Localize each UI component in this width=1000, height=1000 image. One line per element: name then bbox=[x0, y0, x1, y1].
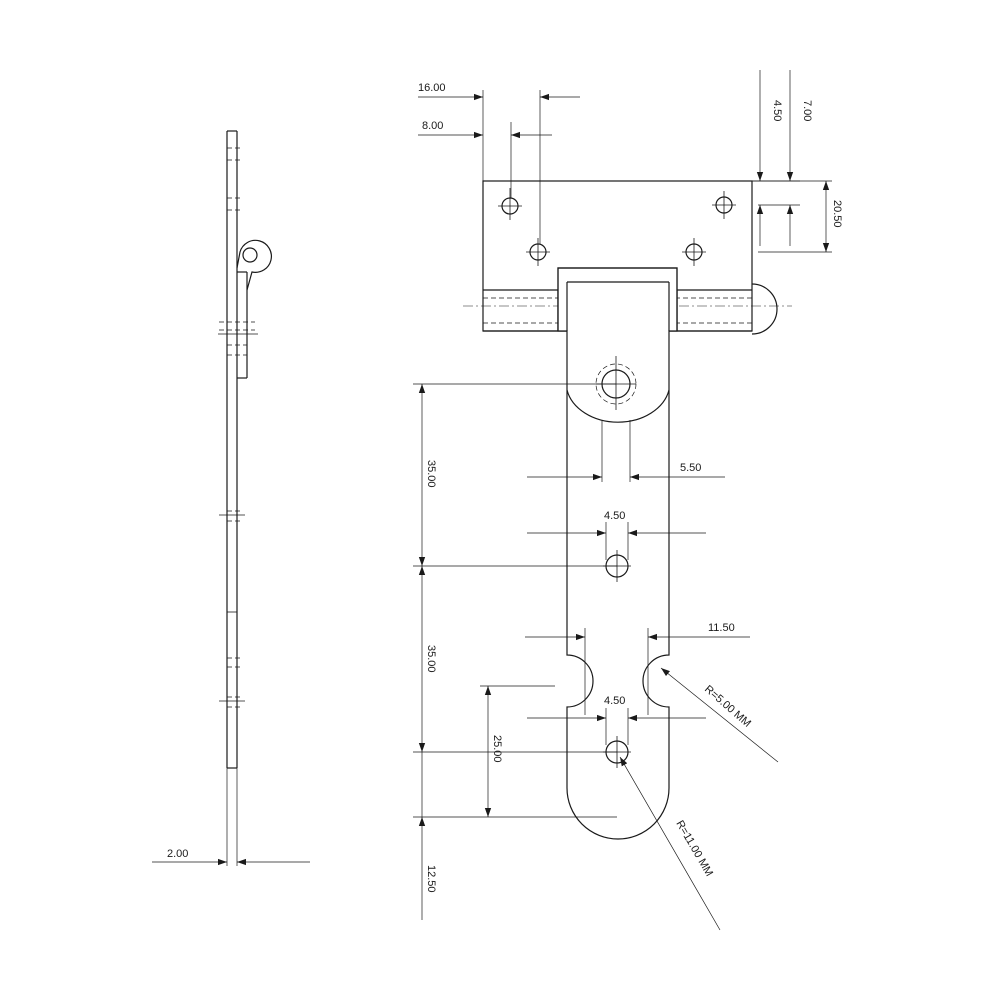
dim-5-50-label: 5.50 bbox=[680, 462, 701, 474]
hinge-pin-cap bbox=[751, 283, 778, 335]
radius-5-label: R=5.00 MM bbox=[702, 683, 753, 730]
dim-4-50-top-label: 4.50 bbox=[771, 100, 783, 121]
dim-thickness-label: 2.00 bbox=[167, 848, 188, 860]
dim-11-50-label: 11.50 bbox=[708, 622, 735, 634]
dim-35-a-label: 35.00 bbox=[425, 460, 437, 488]
dim-16-label: 16.00 bbox=[418, 82, 446, 94]
radius-11-label: R=11.00 MM bbox=[673, 819, 715, 879]
dim-8-label: 8.00 bbox=[422, 120, 443, 132]
front-view bbox=[463, 180, 792, 840]
mounting-hole-3 bbox=[712, 191, 736, 219]
mounting-hole-1 bbox=[498, 188, 522, 220]
dim-7-label: 7.00 bbox=[801, 100, 813, 121]
dim-4-50-low-label: 4.50 bbox=[604, 695, 625, 707]
strap-leaf bbox=[557, 267, 678, 840]
dim-35-b-label: 35.00 bbox=[425, 645, 437, 673]
mounting-hole-2 bbox=[526, 238, 550, 266]
side-view: 2.00 bbox=[152, 130, 310, 866]
dim-25-label: 25.00 bbox=[491, 735, 503, 763]
dim-20-50-label: 20.50 bbox=[831, 200, 843, 228]
dim-12-50-label: 12.50 bbox=[425, 865, 437, 893]
dim-4-50-mid-label: 4.50 bbox=[604, 510, 625, 522]
mounting-hole-4 bbox=[682, 238, 706, 266]
